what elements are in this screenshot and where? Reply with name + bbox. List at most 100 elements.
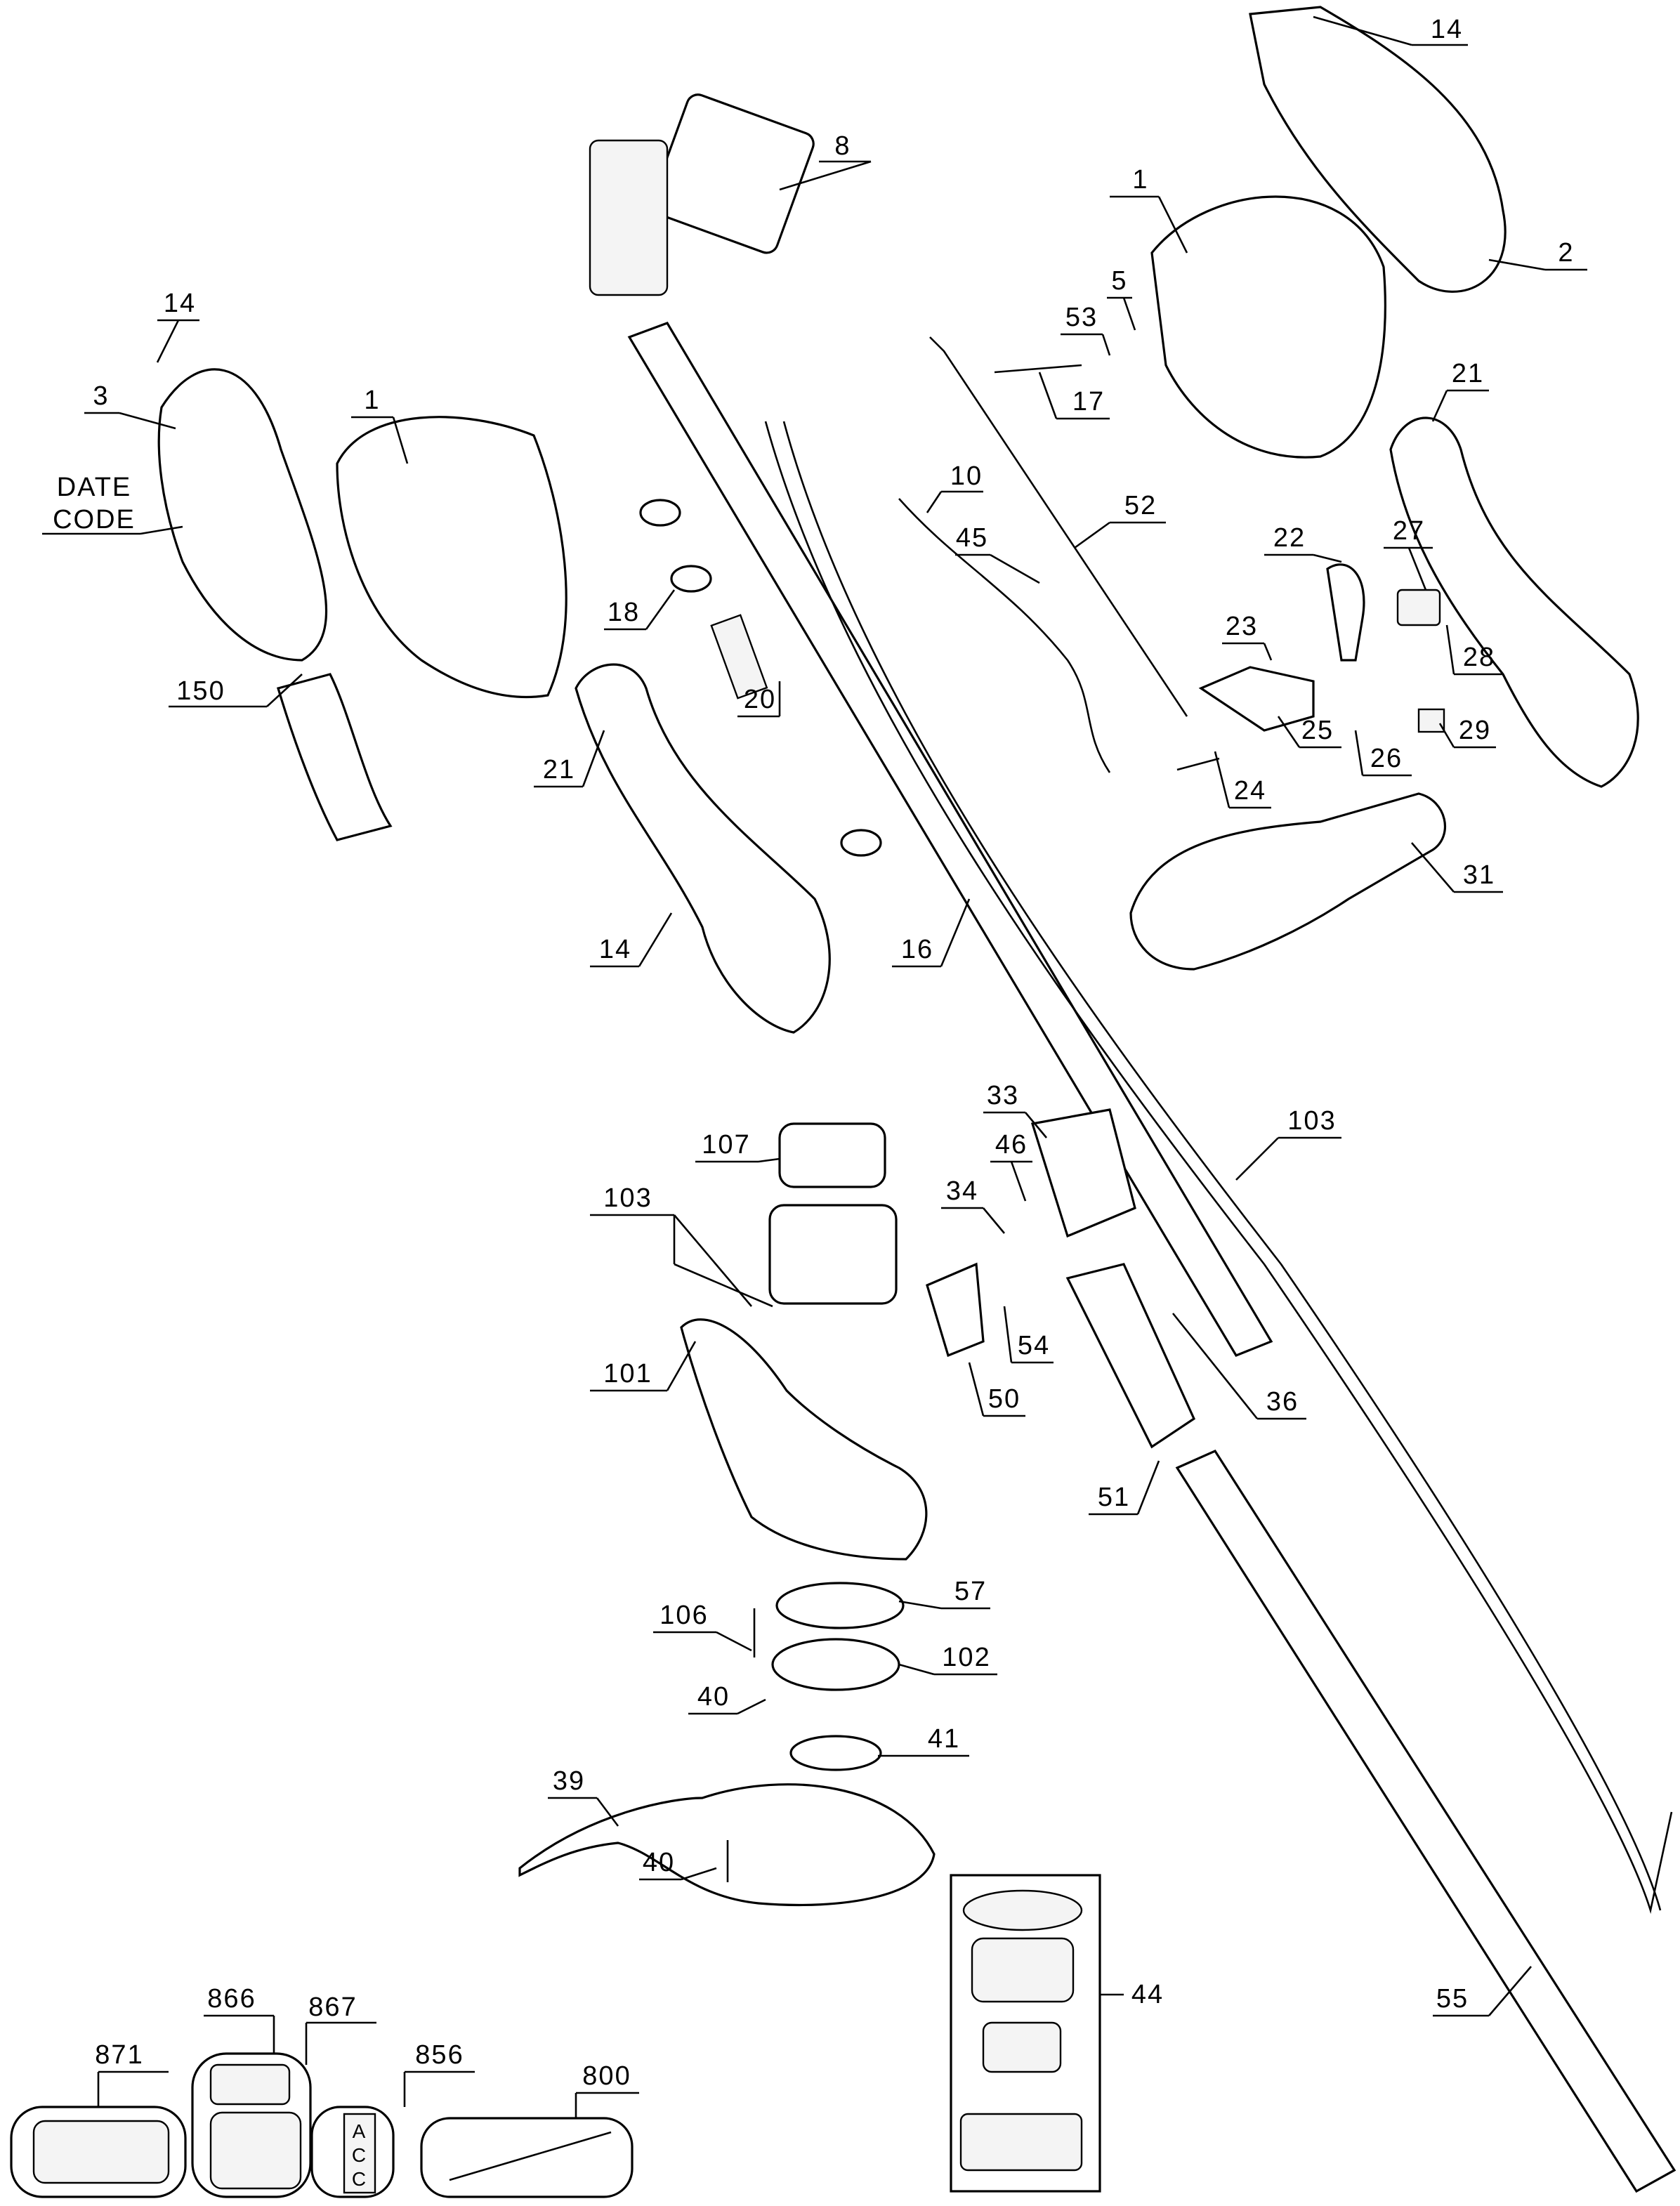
callout-label: 10	[950, 461, 983, 491]
callout-label: 871	[95, 2040, 143, 2070]
callout-label: 24	[1234, 776, 1266, 806]
callout-label: 106	[659, 1601, 708, 1630]
spool	[982, 2021, 1062, 2073]
leader-line	[1488, 1966, 1532, 2016]
callout-label: 14	[164, 289, 196, 318]
callout-label: 866	[207, 1984, 256, 2014]
callout-label: 3	[93, 381, 109, 411]
callout-label: CODE	[53, 505, 136, 534]
leader-line	[1003, 1306, 1013, 1363]
leader-line	[983, 1207, 1005, 1234]
leader-line	[266, 674, 303, 707]
leader-line	[666, 1341, 697, 1391]
leader-line	[968, 1362, 985, 1417]
leader-line	[1313, 15, 1412, 46]
callout-label: 36	[1266, 1387, 1299, 1417]
leader-line	[1010, 1161, 1027, 1202]
leader-line	[1136, 1460, 1160, 1515]
lockoff-22	[1326, 563, 1365, 662]
label-856-letter: C	[352, 2144, 367, 2166]
callout-label: 45	[956, 523, 988, 553]
leader-line	[737, 1698, 766, 1715]
clamp-33	[1030, 1108, 1136, 1238]
switch-27	[1396, 589, 1441, 626]
callout-label: 54	[1018, 1331, 1050, 1360]
callout-label: 23	[1226, 612, 1258, 641]
callout-label: 40	[697, 1682, 730, 1712]
callout-label: 33	[987, 1081, 1019, 1110]
leader-line	[1354, 730, 1364, 776]
leader-line	[779, 160, 872, 191]
callout-label: 103	[1287, 1106, 1336, 1136]
aux-handle-31	[1129, 792, 1446, 971]
leader-line	[156, 320, 180, 363]
callout-label: 31	[1463, 860, 1495, 890]
gear-102	[771, 1638, 900, 1691]
callout-label: 14	[599, 935, 631, 964]
leader-line	[1025, 1112, 1047, 1138]
pin-24	[1176, 757, 1220, 771]
leader-line	[1277, 716, 1301, 748]
o-ring-18b	[670, 565, 712, 593]
leader-line	[1122, 297, 1136, 331]
switch-8	[589, 93, 815, 296]
rod-52	[929, 336, 1188, 717]
battery-866	[209, 2111, 302, 2190]
callout-label: 18	[608, 598, 640, 627]
callout-label: 52	[1124, 491, 1157, 520]
callout-label: 44	[1131, 1980, 1164, 2009]
leader-line	[1263, 643, 1273, 661]
callout-label: 17	[1072, 387, 1105, 416]
leader-line	[119, 412, 176, 430]
o-ring-18c	[840, 829, 882, 857]
handle-21-right	[1389, 416, 1639, 788]
callout-label: 28	[1463, 643, 1495, 672]
motor-cap-107	[778, 1122, 886, 1188]
callout-label: 55	[1436, 1984, 1469, 2014]
leader-line	[1074, 521, 1110, 549]
leader-line	[681, 1867, 717, 1881]
leader-line	[716, 1631, 752, 1652]
callout-label: 1	[1132, 165, 1148, 195]
callout-label: 16	[901, 935, 933, 964]
bearing-41	[789, 1735, 882, 1771]
label-856-letter: C	[352, 2168, 367, 2190]
upper-tube-16	[627, 322, 1273, 1357]
callout-label: 856	[415, 2040, 464, 2070]
leader-line	[645, 589, 676, 630]
callout-label: 51	[1098, 1483, 1130, 1512]
housing-half-1-right	[1150, 195, 1386, 459]
callout-label: DATE	[57, 473, 132, 502]
connector-29	[1417, 708, 1445, 733]
leader-line	[1172, 1313, 1259, 1419]
leader-line	[582, 730, 605, 787]
leader-line	[140, 525, 183, 535]
label-856	[343, 2113, 376, 2194]
leader-line	[898, 1600, 942, 1610]
leader-line	[898, 1663, 935, 1676]
callout-label: 5	[1111, 266, 1127, 296]
gasket-57	[775, 1582, 905, 1629]
callout-label: 46	[995, 1130, 1028, 1160]
callout-label: 2	[1558, 238, 1574, 268]
callout-label: 21	[543, 755, 575, 784]
leader-line	[392, 416, 409, 464]
o-ring-18a	[639, 499, 681, 527]
callout-label: 57	[954, 1577, 987, 1606]
callout-label: 867	[308, 1992, 357, 2022]
leader-line	[1431, 390, 1448, 422]
motor-housing-101	[680, 1318, 928, 1561]
housing-half-1-left	[336, 416, 567, 699]
callout-label: 26	[1370, 744, 1403, 773]
callout-label: 102	[942, 1643, 990, 1672]
leader-line	[596, 1797, 619, 1827]
leader-line	[1411, 842, 1455, 893]
callout-label: 150	[176, 676, 225, 706]
label-856-letter: A	[353, 2120, 367, 2142]
cover-3	[157, 368, 328, 662]
handle-21-left	[575, 663, 831, 1034]
leader-line	[1313, 553, 1342, 563]
leader-line	[1235, 1137, 1279, 1181]
callout-label: 20	[744, 685, 776, 714]
